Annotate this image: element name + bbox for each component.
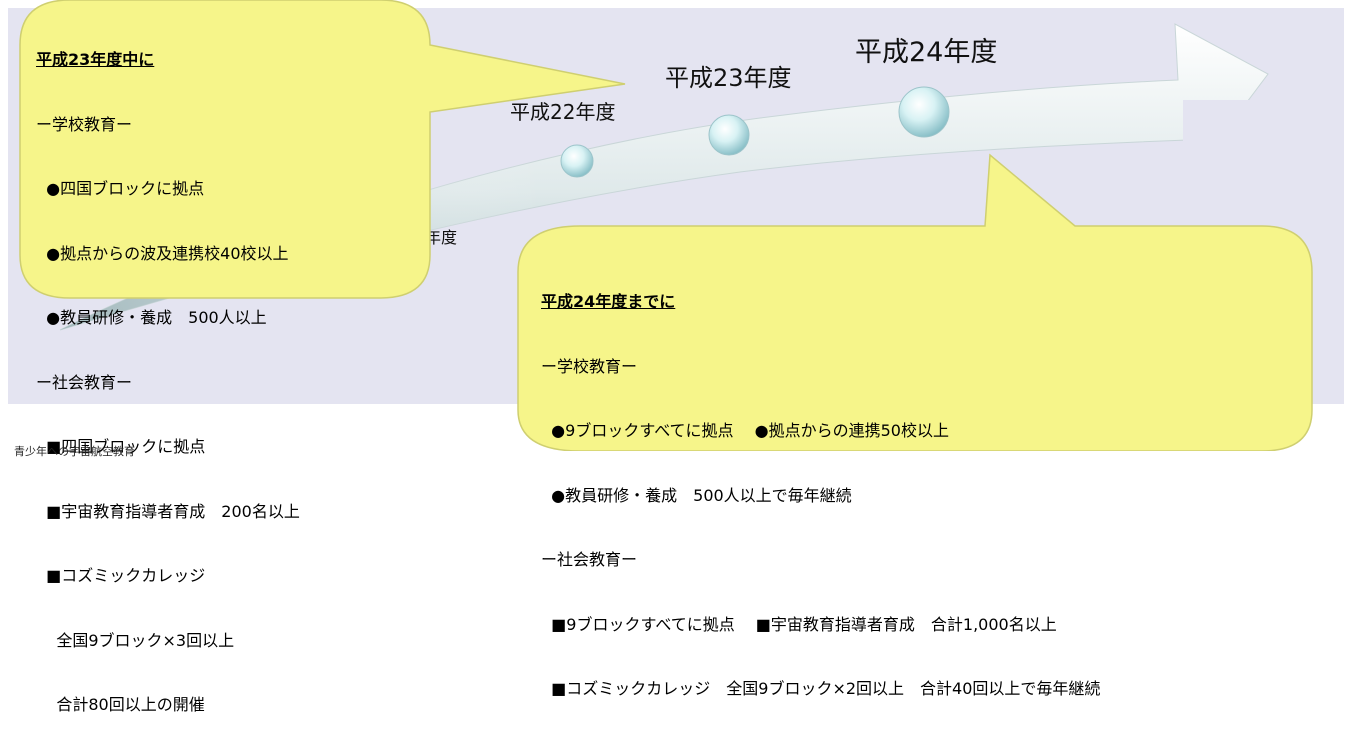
year-label-partial: 年度	[425, 228, 458, 247]
callout-line: ●教員研修・養成 500人以上で毎年継続	[541, 485, 852, 505]
milestone-dot-h23	[708, 114, 750, 156]
milestone-dots	[560, 86, 950, 178]
callout-text-h23: 平成23年度中に ー学校教育ー ●四国ブロックに拠点 ●拠点からの波及連携校40…	[36, 6, 300, 737]
callout-title-h23: 平成23年度中に	[36, 50, 155, 69]
callout-line: ー学校教育ー	[36, 114, 133, 134]
callout-line: ■宇宙教育指導者育成 200名以上	[36, 501, 300, 521]
callout-line: ー社会教育ー	[541, 550, 638, 569]
callout-line: ●9ブロックすべてに拠点 ●拠点からの連携50校以上	[541, 421, 949, 440]
callout-line: ●拠点からの波及連携校40校以上	[36, 243, 289, 263]
year-label-h22: 平成22年度	[510, 100, 616, 124]
milestone-dot-h22	[560, 144, 594, 178]
callout-line: ■コズミックカレッジ	[36, 566, 206, 585]
callout-line: 全国9ブロック×3回以上	[36, 630, 235, 650]
callout-line: ー社会教育ー	[36, 372, 133, 392]
callout-bubble-h23	[19, 0, 626, 299]
callout-title-h24: 平成24年度までに	[541, 292, 676, 311]
milestone-dot-h24	[898, 86, 950, 138]
page-caption: 青少年への宇宙航空教育	[14, 445, 135, 458]
callout-line: ■9ブロックすべてに拠点 ■宇宙教育指導者育成 合計1,000名以上	[541, 614, 1057, 634]
callout-line: ■コズミックカレッジ 全国9ブロック×2回以上 合計40回以上で毎年継続	[541, 679, 1101, 698]
callout-line: ー学校教育ー	[541, 356, 638, 376]
year-label-h23: 平成23年度	[665, 64, 792, 92]
year-label-h24: 平成24年度	[855, 37, 998, 68]
callout-line: ●教員研修・養成 500人以上	[36, 308, 267, 327]
callout-shapes	[19, 0, 1313, 451]
callout-text-h24: 平成24年度までに ー学校教育ー ●9ブロックすべてに拠点 ●拠点からの連携50…	[541, 248, 1100, 721]
callout-line: ●四国ブロックに拠点	[36, 179, 205, 198]
callout-line: 合計80回以上の開催	[36, 695, 205, 714]
